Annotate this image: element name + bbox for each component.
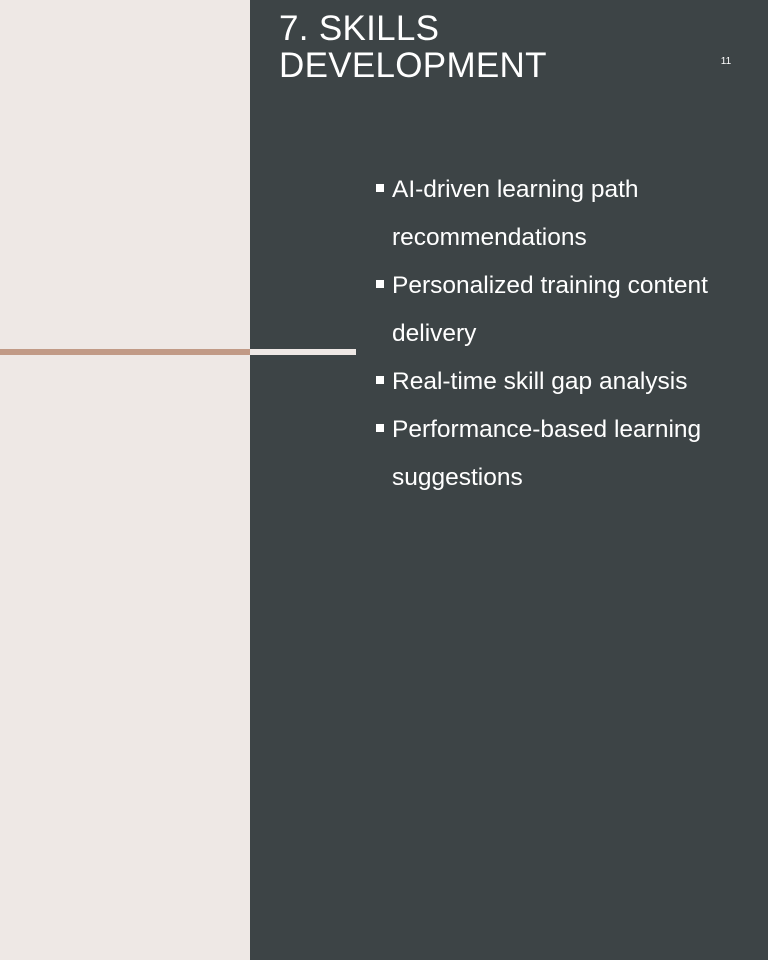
slide-title-line-1: 7. SKILLS (279, 9, 440, 48)
square-bullet-icon (376, 184, 384, 192)
page-number: 11 (720, 56, 732, 67)
left-panel (0, 0, 250, 960)
bullet-text: AI-driven learning path recommendations (392, 176, 639, 251)
square-bullet-icon (376, 424, 384, 432)
bullet-text: Real-time skill gap analysis (392, 368, 688, 395)
square-bullet-icon (376, 376, 384, 384)
slide-title: 7. SKILLS DEVELOPMENT (279, 10, 699, 84)
bullet-item: Personalized training content delivery (374, 262, 746, 358)
bullet-text: Performance-based learning suggestions (392, 416, 702, 491)
slide-title-line-2: DEVELOPMENT (279, 46, 547, 85)
bullet-item: Real-time skill gap analysis (374, 358, 746, 406)
bullet-item: Performance-based learning suggestions (374, 406, 746, 502)
right-panel (250, 0, 768, 960)
bullet-text: Personalized training content delivery (392, 272, 708, 347)
square-bullet-icon (376, 280, 384, 288)
accent-line (0, 349, 250, 355)
bullet-list: AI-driven learning path recommendations … (374, 166, 746, 502)
bullet-item: AI-driven learning path recommendations (374, 166, 746, 262)
divider-line (250, 349, 356, 355)
